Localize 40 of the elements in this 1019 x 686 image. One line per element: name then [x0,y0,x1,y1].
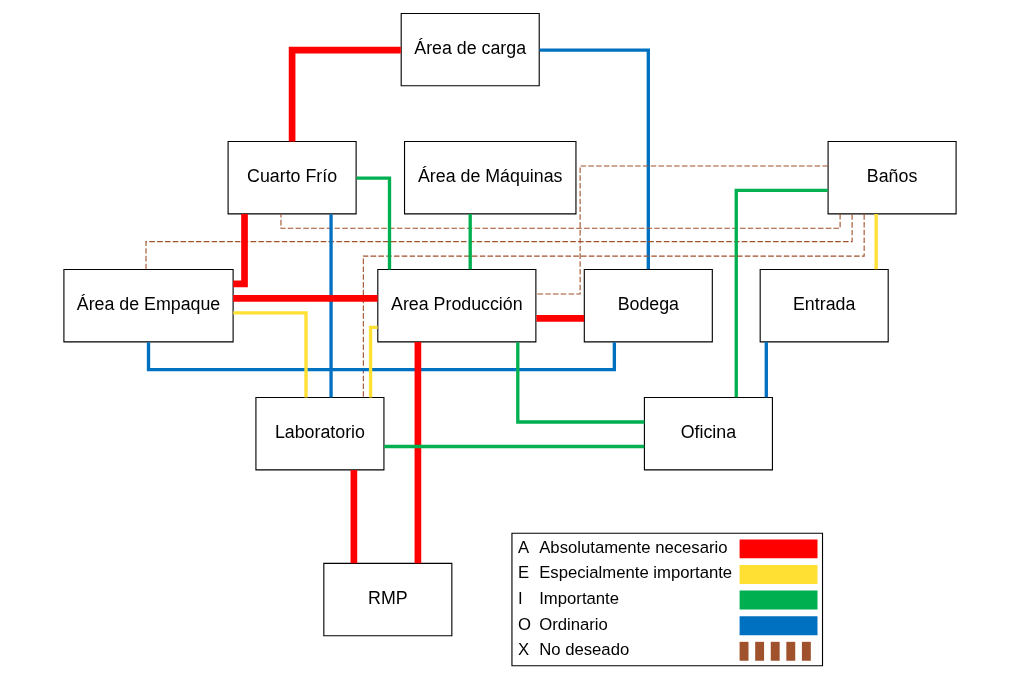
connector [328,213,333,397]
connector [368,325,378,397]
connector [232,310,308,397]
node-box: Entrada [759,268,889,342]
connector [535,314,584,322]
connector [764,341,768,397]
legend-label: Ordinario [538,614,608,634]
label: I [517,588,523,608]
connector [468,213,472,269]
node-box: Área de Máquinas [403,140,576,214]
connector [362,213,865,398]
connector [232,294,378,302]
connector [146,341,616,371]
label: A [517,537,529,557]
node-box: Bodega [583,268,713,342]
node-box: Oficina [643,396,773,470]
connector [539,48,650,269]
connector [279,212,841,229]
label: E [517,562,529,582]
legend-label: Absolutamente necesario [538,537,728,557]
label: X [517,639,529,659]
label: O [517,614,531,634]
connector [874,213,878,269]
node-box: Área de carga [400,12,540,86]
node-box: Baños [827,140,957,214]
connector [288,46,401,141]
node-box: Area Producción [376,268,536,342]
node-box: Cuarto Frío [227,140,357,214]
node-box: Laboratorio [254,396,384,470]
legend-label: No deseado [538,639,629,659]
connector [734,188,828,397]
legend-label: Especialmente importante [538,562,732,582]
node-box: RMP [322,562,452,636]
connector [515,341,644,424]
connector [232,213,248,287]
node-box: Área de Empaque [62,268,234,342]
connector [144,213,853,270]
connector [356,176,391,269]
connector [383,444,644,448]
legend-label: Importante [538,588,619,608]
